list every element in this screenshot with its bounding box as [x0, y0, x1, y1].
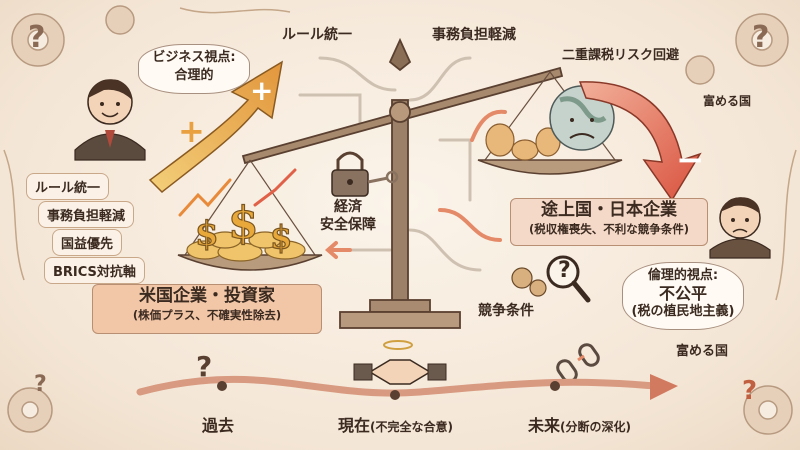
left-list-item-1: ルール統一: [26, 173, 110, 200]
flow-lines: [298, 56, 482, 272]
left-list-item-3: 国益優先: [52, 229, 123, 256]
direction-arrows: [324, 109, 507, 259]
plus-icon: +: [250, 74, 274, 107]
right-banner: 途上国・日本企業 (税収権喪失、不利な競争条件): [510, 198, 708, 246]
lock-label-line2: 安全保障: [320, 217, 376, 233]
left-banner: 米国企業・投資家 (株価プラス、不確実性除去): [92, 284, 322, 334]
svg-text:$: $: [228, 198, 259, 249]
timeline-present-note: (不完全な合意): [370, 420, 453, 434]
svg-text:$: $: [270, 218, 292, 256]
top-label-admin-burden: 事務負担軽減: [432, 27, 516, 43]
left-banner-title: 米国企業・投資家: [139, 286, 275, 306]
ethical-view-note: (税の植民地主義): [631, 304, 735, 319]
competition-label: 競争条件: [478, 303, 534, 319]
balance-scale: [241, 37, 564, 329]
left-list-item-2: 事務負担軽減: [38, 201, 135, 228]
business-view-heading: ビジネス視点:: [152, 50, 236, 65]
business-view-value: 合理的: [174, 68, 214, 83]
timeline-future-label: 未来: [528, 416, 561, 435]
rich-country-label: 富める国: [676, 344, 729, 359]
business-view-bubble: ビジネス視点: 合理的: [138, 44, 250, 94]
lock-label-line1: 経済: [334, 199, 362, 215]
minus-icon: −: [676, 140, 705, 180]
right-pan-globe: [477, 85, 623, 175]
timeline-present-label: 現在: [338, 416, 371, 435]
question-icon: ?: [752, 20, 770, 55]
question-icon: ?: [196, 350, 213, 383]
plus-icon: +: [178, 112, 205, 150]
top-label-rich-country: 富める国: [703, 94, 752, 108]
question-icon: ?: [558, 258, 571, 283]
handshake-icon: [353, 340, 447, 385]
ethical-view-value: 不公平: [658, 284, 707, 303]
broken-chain-icon: [556, 343, 600, 383]
up-arrow-icon: [148, 60, 284, 194]
top-label-double-tax: 二重課税リスク回避: [562, 48, 680, 63]
worried-man-avatar: [709, 197, 771, 259]
timeline-present: 現在(不完全な合意): [338, 412, 453, 436]
lock-icon: [331, 151, 399, 197]
ethical-view-heading: 倫理的視点:: [647, 268, 719, 283]
question-icon: ?: [742, 376, 758, 406]
gear-icon: [7, 5, 793, 435]
right-banner-subtitle: (税収権喪失、不利な競争条件): [528, 222, 689, 236]
left-list-item-4: BRICS対抗軸: [44, 257, 145, 284]
timeline-past: 過去: [202, 416, 235, 435]
svg-text:$: $: [195, 214, 219, 254]
right-banner-title: 途上国・日本企業: [541, 200, 677, 220]
timeline-future-note: (分断の深化): [560, 420, 631, 434]
down-arrow-icon: [578, 81, 702, 202]
ethical-view-bubble: 倫理的視点: 不公平 (税の植民地主義): [622, 262, 744, 330]
question-icon: ?: [34, 372, 47, 397]
question-icon: ?: [28, 20, 46, 55]
timeline-arrow: [136, 374, 678, 400]
businessman-avatar: [74, 79, 146, 161]
vine-decoration: [3, 7, 797, 301]
left-banner-subtitle: (株価プラス、不確実性除去): [132, 308, 282, 322]
left-pan-money: $ $ $: [177, 168, 323, 271]
timeline-future: 未来(分断の深化): [528, 412, 631, 436]
magnifier-icon: [511, 255, 591, 303]
lock-label: 経済 安全保障: [320, 198, 376, 234]
top-label-rule-unification: ルール統一: [282, 27, 352, 43]
